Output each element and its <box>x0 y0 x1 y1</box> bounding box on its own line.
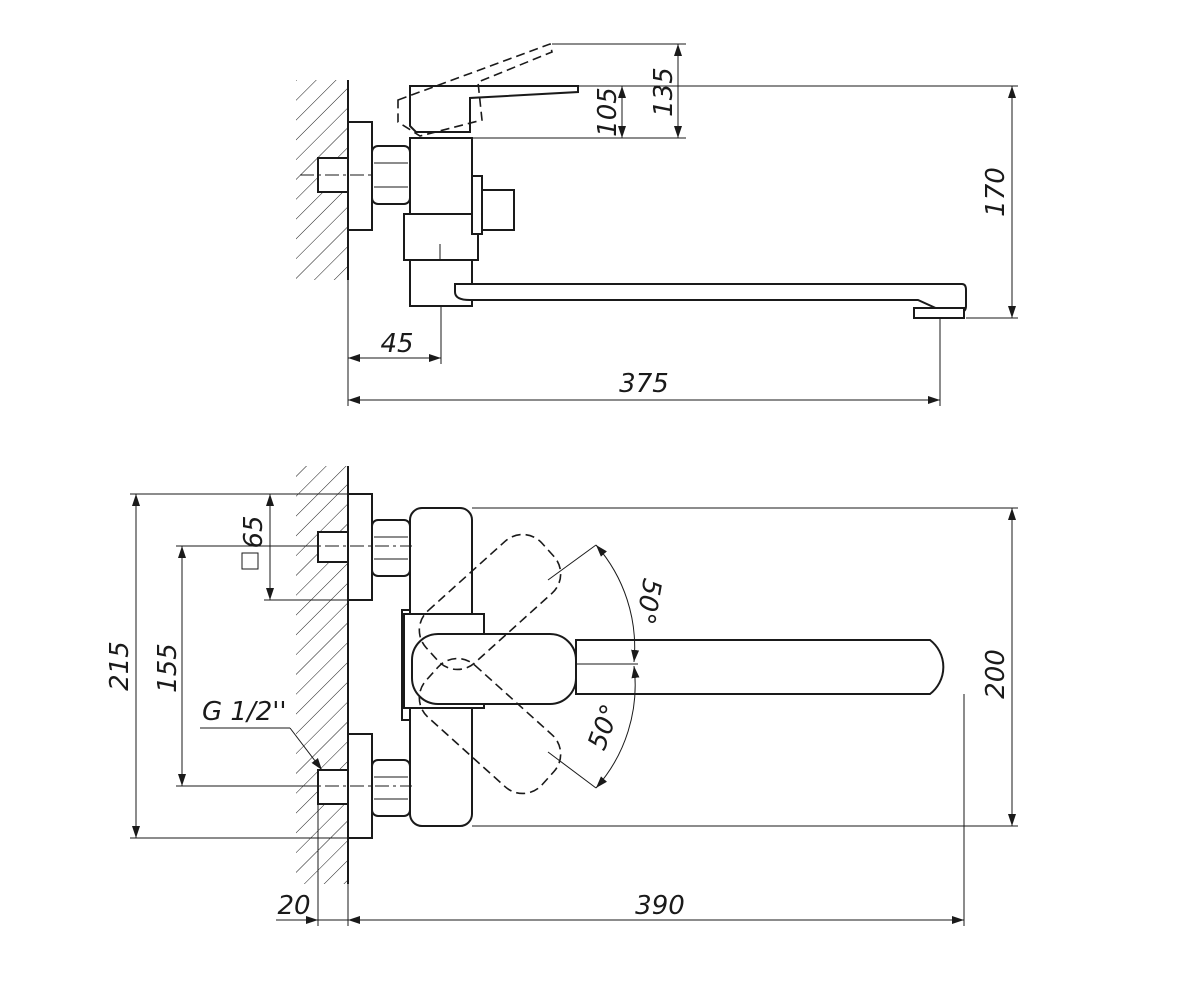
dim-lever-tilt: 135 <box>649 67 679 117</box>
lever-rotated-outlines <box>418 533 562 795</box>
wall-hatching-bottom <box>296 466 349 884</box>
hex-nut <box>371 145 411 205</box>
dim-eccentric: 20 <box>277 891 310 921</box>
dim-spout-height: 170 <box>981 167 1011 217</box>
lever-front <box>403 613 577 709</box>
thread-label: G 1/2'' <box>202 697 287 727</box>
dim-total-reach: 390 <box>635 891 685 921</box>
dim-inlet-spacing: 155 <box>153 643 183 693</box>
lever-side <box>409 85 579 133</box>
dim-lever-angle-down: 50° <box>583 700 627 754</box>
dim-body-height: 200 <box>981 649 1011 699</box>
dim-total-height: 215 <box>105 641 135 691</box>
dim-body-square: 65 <box>239 515 269 548</box>
square-symbol-icon <box>241 552 259 570</box>
dim-wall-offset: 45 <box>380 329 413 359</box>
wall-flange <box>347 121 373 231</box>
upper-inlet <box>317 493 411 601</box>
front-view: 50° 50° 65 215 155 G 1/2'' 200 <box>105 466 1018 926</box>
lever-angle-arc <box>547 544 640 789</box>
faucet-body-side <box>403 137 515 307</box>
dim-spout-reach: 375 <box>619 369 669 399</box>
lever-tilted-outline <box>397 42 553 137</box>
side-view: 105 135 170 45 375 <box>296 42 1018 406</box>
spout-side <box>454 283 967 319</box>
spout-front <box>575 639 945 695</box>
dim-lever-angle-up: 50° <box>629 576 667 627</box>
dim-lever-height: 105 <box>593 87 623 137</box>
